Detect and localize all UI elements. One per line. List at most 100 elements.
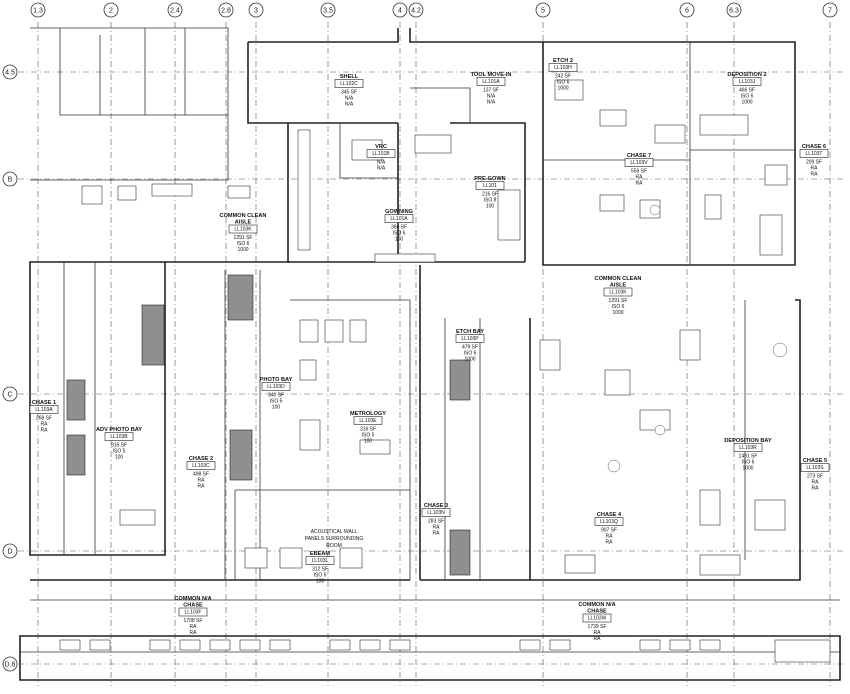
- room-id: LL103A: [35, 407, 53, 413]
- grid-bubbles: 1.3 2 2.4 2.8 3 3.5 4 4.2 5 6 6.3 7 4.5 …: [2, 2, 838, 672]
- room-id: LL102C: [340, 81, 358, 87]
- room-info: N/A: [377, 160, 386, 166]
- room-name: METROLOGY: [350, 411, 386, 417]
- room-info: 1000: [741, 100, 752, 106]
- room-id: LL103C: [192, 463, 210, 469]
- room-id-box: [603, 287, 633, 297]
- room-info: 556 SF: [631, 169, 647, 175]
- room-name: ETCH 2: [553, 58, 573, 64]
- room-info: RA: [594, 636, 602, 642]
- grid-col-label: 3: [254, 7, 258, 14]
- room-info: ISO 5: [314, 573, 327, 579]
- room-info: 209 SF: [806, 160, 822, 166]
- room-name: EBEAM: [310, 551, 331, 557]
- room-info: 479 SF: [462, 345, 478, 351]
- grid-row-label: D.8: [5, 661, 16, 668]
- room-id-box: [800, 463, 830, 472]
- room-info: 242 SF: [555, 74, 571, 80]
- room-name: CHASE: [183, 603, 203, 609]
- room-id-box: [178, 607, 208, 617]
- room-id: LL103S: [806, 465, 824, 471]
- room-name: PRE-GOWN: [474, 176, 505, 182]
- room-info: 1708 SF: [184, 618, 203, 624]
- room-info: RA: [606, 534, 614, 540]
- grid-col-label: 1.3: [33, 7, 43, 14]
- room-info: ISO 5: [270, 399, 283, 405]
- room-info: 273 SF: [807, 474, 823, 480]
- grid-col-label: 2.4: [170, 7, 180, 14]
- room-id: LL103P: [461, 336, 479, 342]
- walls: [19, 27, 841, 681]
- room-id: LL103R: [739, 445, 757, 451]
- room-info: 345 SF: [341, 90, 357, 96]
- room-info: 100: [316, 579, 325, 585]
- room-info: 100: [115, 455, 124, 461]
- room-info: RA: [433, 531, 441, 537]
- room-id: LL103J: [739, 79, 756, 85]
- room-info: 216 SF: [482, 192, 498, 198]
- room-name: COMMON N/A: [578, 602, 615, 608]
- room-id: LL103L: [312, 558, 329, 564]
- room-info: N/A: [487, 94, 496, 100]
- room-name: COMMON CLEAN: [220, 213, 267, 219]
- room-info: RA: [433, 525, 441, 531]
- grid-col-label: 7: [828, 7, 832, 14]
- room-info: 1291 SF: [234, 235, 253, 241]
- grid-row-label: B: [8, 176, 13, 183]
- grid-row-label: D: [7, 548, 12, 555]
- room-info: 384 SF: [391, 225, 407, 231]
- grid-lines: [18, 22, 845, 686]
- room-id: LL103F: [185, 610, 202, 616]
- room-id-box: [799, 149, 829, 158]
- room-info: 1000: [464, 357, 475, 363]
- room-info: 100: [486, 204, 495, 210]
- grid-row-label: 4.5: [5, 69, 15, 76]
- room-id-box: [29, 405, 59, 414]
- room-name: ETCH BAY: [456, 329, 484, 335]
- room-info: RA: [198, 478, 206, 484]
- room-info: 816 SF: [111, 443, 127, 449]
- room-id: LL101A: [482, 79, 500, 85]
- room-id-box: [475, 181, 505, 190]
- room-info: 1739 SF: [588, 624, 607, 630]
- room-id: LL103D: [267, 384, 285, 390]
- acoustical-note-line: ROOM: [326, 543, 342, 549]
- room-info: ISO 5: [113, 449, 126, 455]
- room-id-box: [334, 79, 364, 88]
- grid-row-label: C: [7, 391, 12, 398]
- room-info: RA: [190, 630, 198, 636]
- room-info: RA: [606, 540, 614, 546]
- room-id-box: [548, 63, 578, 72]
- room-name: PHOTO BAY: [260, 377, 293, 383]
- room-info: 498 SF: [193, 472, 209, 478]
- grid-col-label: 5: [541, 7, 545, 14]
- grid-col-label: 6.3: [729, 7, 739, 14]
- room-id: LL103H: [554, 65, 572, 71]
- room-name: TOOL MOVE-IN: [471, 72, 512, 78]
- room-info: RA: [198, 484, 206, 490]
- room-info: RA: [811, 166, 819, 172]
- room-info: ISO 6: [237, 241, 250, 247]
- room-id: LL103V: [630, 160, 648, 166]
- room-info: ISO 6: [741, 94, 754, 100]
- room-info: 137 SF: [483, 88, 499, 94]
- grid-col-label: 4: [398, 7, 402, 14]
- room-name: DEPOSITION BAY: [724, 438, 772, 444]
- room-id-box: [305, 556, 335, 565]
- room-name: COMMON N/A: [174, 596, 211, 602]
- room-info: 100: [364, 439, 373, 445]
